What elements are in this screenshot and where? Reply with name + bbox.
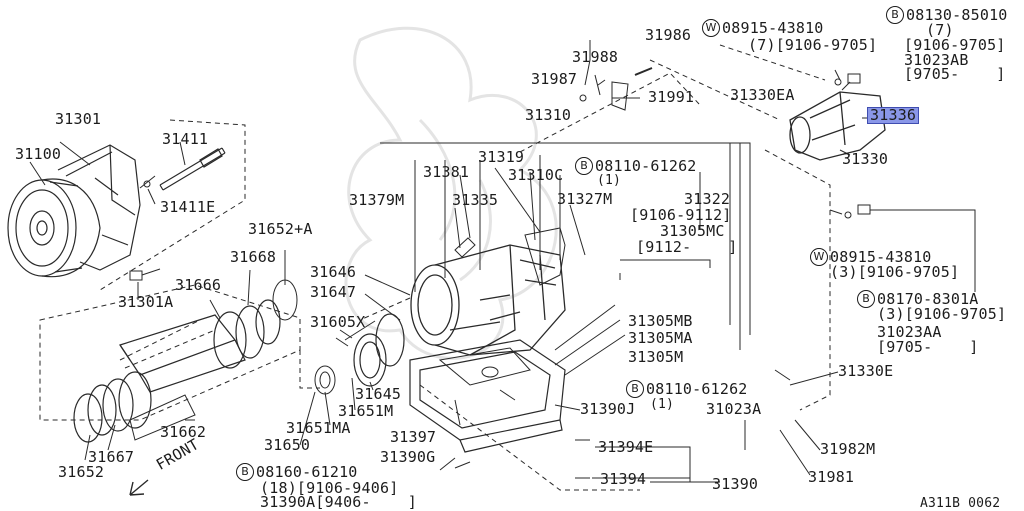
part-31390g: 31390G — [380, 448, 436, 466]
part-w08915-top: 08915-43810 — [722, 19, 824, 37]
valve-body — [438, 347, 531, 386]
part-31390j: 31390J — [580, 400, 636, 418]
washer-badge: W — [702, 19, 720, 37]
part-b08110-a: 08110-61262 — [595, 157, 697, 175]
part-31330e: 31330E — [838, 362, 894, 380]
part-b08130-date: [9106-9705] — [904, 36, 1006, 54]
part-31645: 31645 — [355, 385, 402, 403]
part-b08110-b: 08110-61262 — [646, 380, 748, 398]
converter-housing — [57, 144, 141, 271]
part-b08110-b-qty: (1) — [650, 397, 675, 412]
part-31390: 31390 — [712, 475, 759, 493]
part-31991: 31991 — [648, 88, 695, 106]
part-b08110-a-qty: (1) — [597, 173, 622, 188]
part-31381: 31381 — [423, 163, 470, 181]
bolt-badge: B — [236, 463, 254, 481]
part-31390a: 31390A[9406- ] — [260, 493, 417, 511]
part-31023aa: 31023AA — [877, 323, 942, 341]
part-w08915-mid: 08915-43810 — [830, 248, 932, 266]
part-31411e: 31411E — [160, 198, 216, 216]
pipe-31335 — [454, 237, 476, 258]
part-b08170: 08170-8301A — [877, 290, 979, 308]
torque-converter — [7, 178, 101, 278]
bolt-badge: B — [886, 6, 904, 24]
part-31667: 31667 — [88, 448, 135, 466]
part-31100: 31100 — [15, 145, 62, 163]
part-31668: 31668 — [230, 248, 277, 266]
part-31651m: 31651M — [338, 402, 394, 420]
part-b08130-qty: (7) — [926, 21, 954, 39]
washer-badge: W — [810, 248, 828, 266]
part-31305m: 31305M — [628, 348, 684, 366]
part-31988: 31988 — [572, 48, 619, 66]
part-b08160-qty: (18)[9106-9406] — [260, 479, 399, 497]
snap-ring-31652a — [272, 279, 298, 321]
part-31335: 31335 — [452, 191, 499, 209]
part-31647: 31647 — [310, 283, 357, 301]
bolt-badge: B — [575, 157, 593, 175]
part-31650: 31650 — [264, 436, 311, 454]
part-31305mb: 31305MB — [628, 312, 693, 330]
part-31646: 31646 — [310, 263, 357, 281]
front-arrow — [129, 479, 149, 496]
part-31651ma: 31651MA — [286, 419, 351, 437]
part-31987: 31987 — [531, 70, 578, 88]
part-31327m: 31327M — [557, 190, 613, 208]
part-31310: 31310 — [525, 106, 572, 124]
part-31305mc-date: [9112- ] — [636, 238, 738, 256]
oil-pump — [353, 313, 405, 387]
bolt-badge: B — [857, 290, 875, 308]
extension-housing — [789, 91, 886, 161]
part-31023a: 31023A — [706, 400, 762, 418]
part-31305ma: 31305MA — [628, 329, 693, 347]
part-31330ea: 31330EA — [730, 86, 795, 104]
gasket-31319 — [524, 227, 566, 286]
part-w08915-mid-qty: (3)[9106-9705] — [830, 263, 960, 281]
part-31394: 31394 — [600, 470, 647, 488]
part-31336-highlighted[interactable]: 31336 — [866, 106, 920, 124]
part-31981: 31981 — [808, 468, 855, 486]
part-31319: 31319 — [478, 148, 525, 166]
part-31322: 31322 — [684, 190, 731, 208]
part-w08915-top-qty: (7)[9106-9705] — [748, 36, 878, 54]
part-31023aa-date: [9705- ] — [877, 338, 979, 356]
input-shaft — [159, 147, 226, 191]
oil-pan — [409, 339, 566, 453]
watermark-logo — [344, 26, 558, 360]
part-31652a: 31652+A — [248, 220, 313, 238]
part-b08170-qty: (3)[9106-9705] — [877, 305, 1007, 323]
bolt-badge: B — [626, 380, 644, 398]
transmission-case — [410, 244, 566, 356]
part-31305mc: 31305MC — [660, 222, 725, 240]
part-31982m: 31982M — [820, 440, 876, 458]
part-31322-date: [9106-9112] — [630, 206, 732, 224]
drum-31666 — [119, 299, 281, 393]
part-31023ab-date: [9705- ] — [904, 65, 1006, 83]
part-b08130: 08130-85010 — [906, 6, 1008, 24]
part-31330: 31330 — [842, 150, 889, 168]
part-31652: 31652 — [58, 463, 105, 481]
bolt-31301a — [129, 268, 161, 281]
part-31605x: 31605X — [310, 313, 366, 331]
diagram-code: A311B 0062 — [920, 496, 1001, 511]
part-31310c: 31310C — [508, 166, 564, 184]
part-31986: 31986 — [645, 26, 692, 44]
part-31662: 31662 — [160, 423, 207, 441]
part-31411: 31411 — [162, 130, 209, 148]
part-31023ab: 31023AB — [904, 51, 969, 69]
part-b08160: 08160-61210 — [256, 463, 358, 481]
part-31666: 31666 — [175, 276, 222, 294]
part-31301a: 31301A — [118, 293, 174, 311]
part-31394e: 31394E — [598, 438, 654, 456]
clutch-plates — [73, 371, 152, 443]
part-31379m: 31379M — [349, 191, 405, 209]
oil-seal-31650 — [314, 365, 336, 395]
part-31301: 31301 — [55, 110, 102, 128]
part-31397: 31397 — [390, 428, 437, 446]
